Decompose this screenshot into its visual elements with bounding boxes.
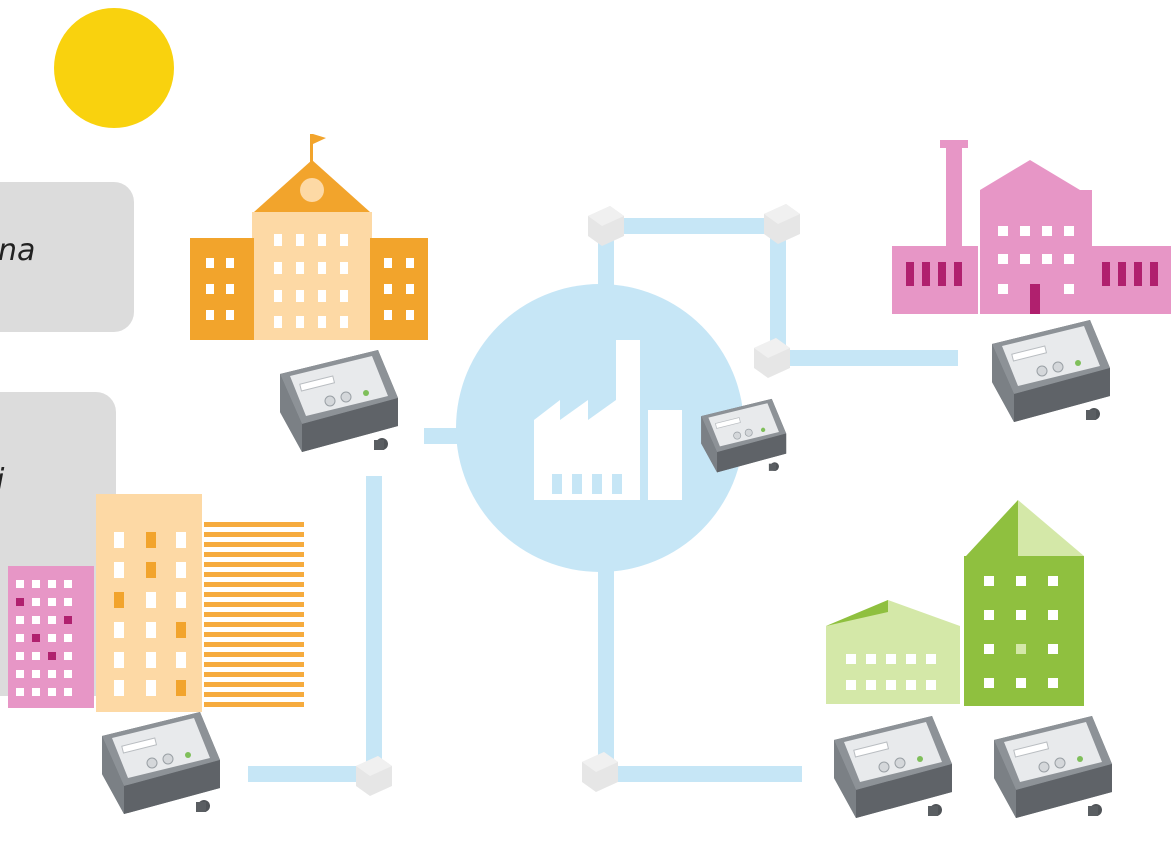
heat-meter-icon [279,349,399,453]
heat-meter-icon [993,715,1113,819]
valve-icon [356,756,392,796]
heating-plant-hub [456,284,744,572]
valve-icon [764,204,800,244]
pipe-network [248,218,958,782]
callout-box-1 [0,182,134,332]
striped-building [204,522,304,712]
industrial-building [892,140,1171,314]
callout-text-2: j [0,466,4,496]
valve-icon [588,206,624,246]
apartment-blocks [8,494,304,712]
pink-building [8,566,94,708]
school-building [190,134,428,340]
heat-meter-icon [101,711,221,815]
heat-meter-icon [991,319,1111,423]
residential-buildings [826,500,1084,706]
sun-icon [54,8,174,128]
factory-icon [534,340,682,500]
callout-text-1: na [0,233,36,268]
heat-meter-icon [833,715,953,819]
